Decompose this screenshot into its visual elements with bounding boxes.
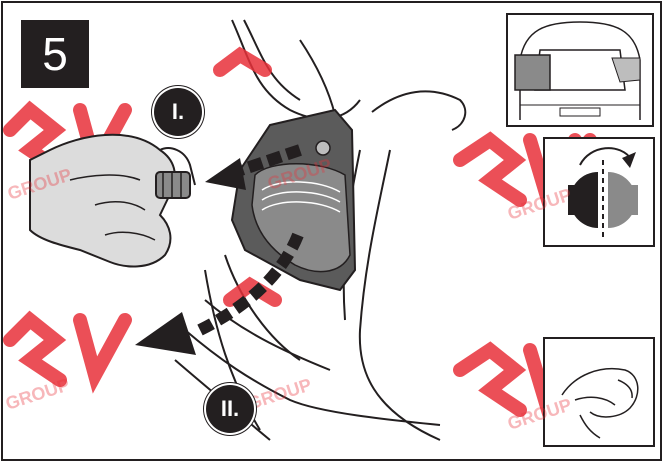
step-number: 5 <box>21 20 89 88</box>
step-badge-first: I. <box>154 88 202 136</box>
step-badge-second: II. <box>206 385 254 433</box>
hand-squeeze-icon <box>544 338 654 446</box>
car-rear-view-icon <box>507 14 653 126</box>
bulb-socket <box>156 172 190 198</box>
